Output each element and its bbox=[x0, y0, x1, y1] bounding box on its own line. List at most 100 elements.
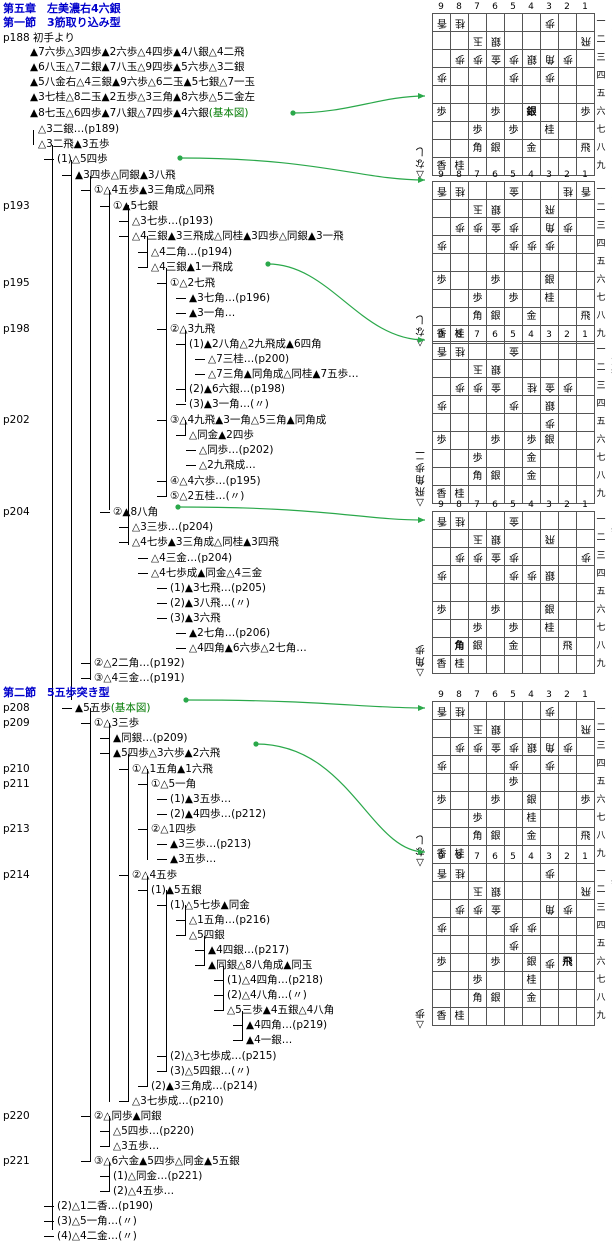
diagram-label[interactable]: (基本図) bbox=[110, 702, 151, 714]
tree-branch-tick bbox=[138, 829, 148, 830]
move-text: ▲8七玉△6四歩▲7八銀△7四歩▲4六銀 bbox=[30, 107, 209, 119]
section-heading: 第一節 3筋取り込み型 bbox=[3, 16, 121, 29]
move-line: △4七歩▲3三角成△同桂▲3四飛 bbox=[132, 535, 279, 549]
tree-branch-tick bbox=[233, 1040, 243, 1041]
move-line: ③△4三金…(p191) bbox=[94, 671, 185, 685]
move-line: ▲3一角… bbox=[189, 306, 235, 320]
board-square bbox=[558, 31, 577, 50]
tree-branch-tick bbox=[157, 859, 167, 860]
board-square bbox=[576, 701, 595, 720]
row-label: 四 bbox=[596, 759, 606, 769]
row-label: 一 bbox=[596, 867, 606, 877]
move-text: △3二飛▲3五歩 bbox=[38, 138, 110, 150]
diagram-label[interactable]: (基本図) bbox=[208, 107, 249, 119]
column-label: 1 bbox=[582, 2, 588, 12]
move-line: ①△5一角 bbox=[151, 777, 196, 791]
move-text: (2)▲6六銀…(p198) bbox=[189, 383, 286, 395]
tree-branch-line bbox=[128, 205, 129, 545]
column-label: 2 bbox=[564, 852, 570, 862]
tree-branch-tick bbox=[138, 1086, 148, 1087]
column-label: 9 bbox=[438, 170, 444, 180]
move-line: (1)▲5五銀 bbox=[151, 883, 202, 897]
move-text: △4三銀▲1一飛成 bbox=[151, 261, 234, 273]
move-line: ①△4五歩▲3三角成△同飛 bbox=[94, 183, 215, 197]
move-line: △2九飛成… bbox=[199, 458, 256, 472]
move-text: ②△2二角…(p192) bbox=[94, 657, 185, 669]
tree-branch-line bbox=[90, 708, 91, 1162]
move-text: ③△6六金▲5四歩△同金▲5五銀 bbox=[94, 1155, 240, 1167]
move-line: △7三桂…(p200) bbox=[208, 352, 289, 366]
page-ref: p195 bbox=[3, 277, 30, 289]
row-label: 二 bbox=[596, 723, 606, 733]
move-text: △同歩…(p202) bbox=[199, 444, 274, 456]
column-label: 4 bbox=[528, 2, 534, 12]
arrow-3-dot bbox=[265, 261, 271, 267]
column-label: 6 bbox=[492, 852, 498, 862]
move-line: △3五歩… bbox=[113, 1139, 159, 1153]
column-label: 6 bbox=[492, 170, 498, 180]
board-square bbox=[486, 511, 505, 530]
move-text: (2)△3七歩成…(p215) bbox=[170, 1050, 277, 1062]
tree-branch-line bbox=[33, 130, 34, 145]
move-line: (3)▲3一角…(〃) bbox=[189, 397, 269, 411]
move-line: (2)△3七歩成…(p215) bbox=[170, 1049, 277, 1063]
move-text: △4三銀▲3三飛成△同桂▲3四歩△同銀▲3一飛 bbox=[132, 230, 344, 242]
move-line: (1)△同金…(p221) bbox=[113, 1169, 202, 1183]
board-square bbox=[504, 377, 523, 396]
board-square bbox=[450, 199, 469, 218]
tree-branch-tick bbox=[186, 465, 196, 466]
row-label: 四 bbox=[596, 71, 606, 81]
move-text: ④△4六歩…(p195) bbox=[170, 475, 261, 487]
move-text: ③△4三金…(p191) bbox=[94, 672, 185, 684]
column-label: 7 bbox=[474, 852, 480, 862]
move-line: △1五角…(p216) bbox=[189, 913, 270, 927]
column-label: 6 bbox=[492, 690, 498, 700]
move-line: △4二角…(p194) bbox=[151, 245, 232, 259]
row-label: 八 bbox=[596, 831, 606, 841]
tree-branch-line bbox=[109, 723, 110, 1102]
arrow-6 bbox=[255, 743, 426, 853]
tree-branch-tick bbox=[157, 420, 167, 421]
column-label: 7 bbox=[474, 170, 480, 180]
board-square bbox=[576, 157, 595, 176]
tree-branch-tick bbox=[195, 359, 205, 360]
move-text: △4二角…(p194) bbox=[151, 246, 233, 258]
move-line: ▲2七角…(p206) bbox=[189, 626, 270, 640]
board-grid: 香桂歩玉銀飛歩歩金歩銀角歩歩歩歩歩歩銀歩歩歩桂角銀金飛香桂 bbox=[432, 13, 595, 176]
move-text: △5三歩▲4五銀△4八角 bbox=[227, 1004, 335, 1016]
board-grid: 香桂歩玉銀飛歩歩金角歩歩歩歩歩歩歩銀歩飛歩桂角銀金香桂 bbox=[432, 863, 595, 1026]
move-text: (1)▲5五銀 bbox=[151, 884, 202, 896]
move-text: ▲3四歩△同銀▲3八飛 bbox=[75, 169, 176, 181]
move-line: ②△3九飛 bbox=[170, 322, 215, 336]
board-square bbox=[432, 49, 451, 68]
column-label: 4 bbox=[528, 690, 534, 700]
column-label: 5 bbox=[510, 330, 516, 340]
tree-branch-line bbox=[204, 936, 205, 966]
tree-branch-tick bbox=[176, 633, 186, 634]
tree-branch-tick bbox=[157, 1071, 167, 1072]
column-label: 6 bbox=[492, 2, 498, 12]
move-text: ①△4五歩▲3三角成△同飛 bbox=[94, 184, 215, 196]
tree-branch-line bbox=[185, 420, 186, 436]
tree-branch-line bbox=[90, 176, 91, 680]
column-label: 8 bbox=[456, 330, 462, 340]
move-text: △同金▲2四歩 bbox=[189, 429, 254, 441]
column-label: 4 bbox=[528, 852, 534, 862]
tree-branch-tick bbox=[176, 313, 186, 314]
move-line: ▲5四歩△3六歩▲2六飛 bbox=[113, 746, 220, 760]
tree-branch-tick bbox=[157, 844, 167, 845]
move-line: ▲5五歩(基本図) bbox=[75, 701, 150, 715]
tree-branch-tick bbox=[81, 1161, 91, 1162]
tree-branch-line bbox=[147, 769, 148, 860]
board-square bbox=[432, 737, 451, 756]
move-text: ▲3五歩… bbox=[170, 853, 217, 865]
board-square bbox=[540, 181, 559, 200]
tree-branch-tick bbox=[157, 603, 167, 604]
move-line: ▲3五歩… bbox=[170, 852, 216, 866]
move-text: (3)△5四銀…(〃) bbox=[170, 1065, 250, 1077]
page-ref: p220 bbox=[3, 1110, 30, 1122]
